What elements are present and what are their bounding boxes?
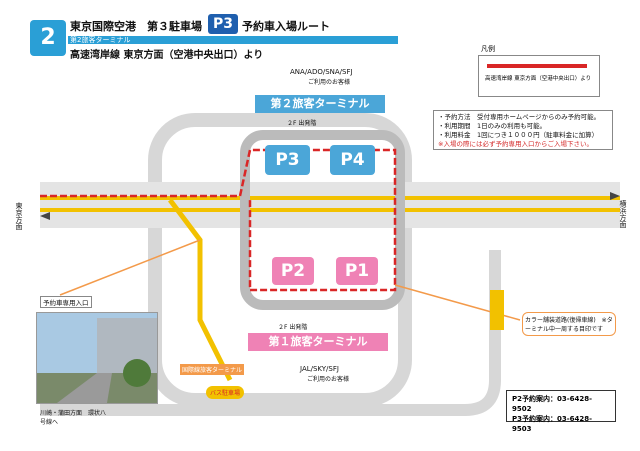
terminal-2-label: 第２旅客ターミナル <box>270 97 370 110</box>
tokyo-label: 東京方面 <box>15 202 23 230</box>
lower-road <box>40 250 501 416</box>
terminal-1-building: 第１旅客ターミナル <box>248 333 388 351</box>
inner-loop <box>240 130 405 310</box>
legend-text: 高速湾岸線 東京方面（空港中央出口）より <box>485 76 592 82</box>
shuttle-label: 国際線旅客ターミナル <box>180 364 245 375</box>
p3-exit-label: ２F 出発階 <box>287 120 317 127</box>
lot-p2: P2 <box>272 257 314 285</box>
entrance-photo-drawing <box>37 313 157 403</box>
legend-box: 凡例 高速湾岸線 東京方面（空港中央出口）より <box>478 45 600 97</box>
terminal-band: 第2旅客ターミナル <box>68 36 398 44</box>
contact-p2: P2予約案内：03-6428-9502 <box>512 395 593 413</box>
colored-lane-callout: カラー舗装道路(復帰車線) ※ターミナル中一周する目印です <box>522 312 616 336</box>
yokohama-label: 横浜方面 <box>619 200 627 228</box>
lot-p1: P1 <box>336 257 378 285</box>
expressway <box>40 182 620 228</box>
lot-p3: P3 <box>265 145 310 175</box>
legend-swatch <box>487 64 587 68</box>
bus-lot-label: バス駐車場 <box>206 386 245 399</box>
route-title: 予約車入場ルート <box>242 20 330 33</box>
note-line-1: ・予約方法 受付専用ホームページからのみ予約可能。 <box>438 113 601 121</box>
reservation-route <box>40 148 397 292</box>
contact-box: P2予約案内：03-6428-9502 P3予約案内：03-6428-9503 <box>506 390 616 433</box>
entrance-road <box>168 198 233 382</box>
terminal-badge: 2 <box>30 20 66 56</box>
lot-p4-label: P4 <box>340 150 365 170</box>
t1-airlines: JAL/SKY/SFJ <box>300 365 339 373</box>
lot-p1-label: P1 <box>344 261 370 281</box>
kawasaki-label: 川崎・蒲田方面 環状八号線へ <box>40 410 107 426</box>
terminal-number: 2 <box>40 25 56 50</box>
lot-badge: P3 <box>208 14 238 34</box>
legend-title: 凡例 <box>481 45 495 53</box>
t2-airlines: ANA/ADO/SNA/SFJ <box>290 68 353 76</box>
note-line-3: ・利用料金 1回につき１０００円（駐車料金に加算） <box>438 131 599 139</box>
p2-exit-label: ２F 出発階 <box>278 324 308 331</box>
t1-note: ご利用のお客様 <box>307 376 350 383</box>
contact-p3: P3予約案内：03-6428-9503 <box>512 415 593 433</box>
terminal-band-label: 第2旅客ターミナル <box>70 36 131 44</box>
note-warning: ※入場の際には必ず予約専用入口からご入場下さい。 <box>438 140 593 148</box>
page-subtitle: 高速湾岸線 東京方面（空港中央出口）より <box>70 50 264 61</box>
note-line-2: ・利用期間 1日のみの利用も可能。 <box>438 122 547 130</box>
page-title: 東京国際空港 第３駐車場 <box>70 20 202 33</box>
lot-p2-label: P2 <box>280 261 306 281</box>
lot-p4: P4 <box>330 145 375 175</box>
expressway-lane-yellow <box>40 196 620 200</box>
terminal-1-label: 第１旅客ターミナル <box>268 335 368 348</box>
terminal-2-building: 第２旅客ターミナル <box>255 95 385 113</box>
lot-p3-label: P3 <box>275 150 300 170</box>
right-yellow-road <box>490 290 504 330</box>
expressway-lane-yellow-2 <box>40 208 620 212</box>
arrow-yokohama <box>610 192 620 200</box>
arrow-tokyo <box>40 212 50 220</box>
entrance-callout-line <box>59 239 201 296</box>
t2-note: ご利用のお客様 <box>308 79 351 86</box>
usage-notes: ・予約方法 受付専用ホームページからのみ予約可能。 ・利用期間 1日のみの利用も… <box>433 110 613 150</box>
reserve-entrance-label: 予約車専用入口 <box>40 296 92 308</box>
entrance-photo <box>36 312 158 404</box>
